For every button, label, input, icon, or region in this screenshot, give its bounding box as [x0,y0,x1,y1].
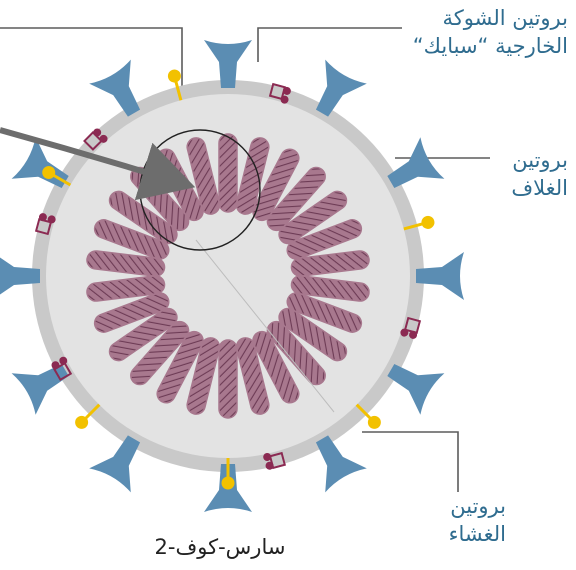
spike-label-line-2: الخارجية “سبايك“ [413,32,568,60]
membrane-leader-line [362,432,458,492]
rna-loop [219,134,237,212]
spike-label-line-1: بروتين الشوكة [413,4,568,32]
spike-leader-line [258,28,402,62]
membrane-label-line-1: بروتين [449,492,506,520]
rna-loop [219,340,237,418]
envelope-label-line-1: بروتين [511,146,568,174]
virus-name-caption: سارس-كوف-2 [0,535,440,559]
membrane-label-line-2: الغشاء [449,520,506,548]
membrane-protein-label: بروتين الغشاء [449,492,506,548]
envelope-protein-label: بروتين الغلاف [511,146,568,202]
spike-protein-label: بروتين الشوكة الخارجية “سبايك“ [413,4,568,60]
envelope-label-line-2: الغلاف [511,174,568,202]
